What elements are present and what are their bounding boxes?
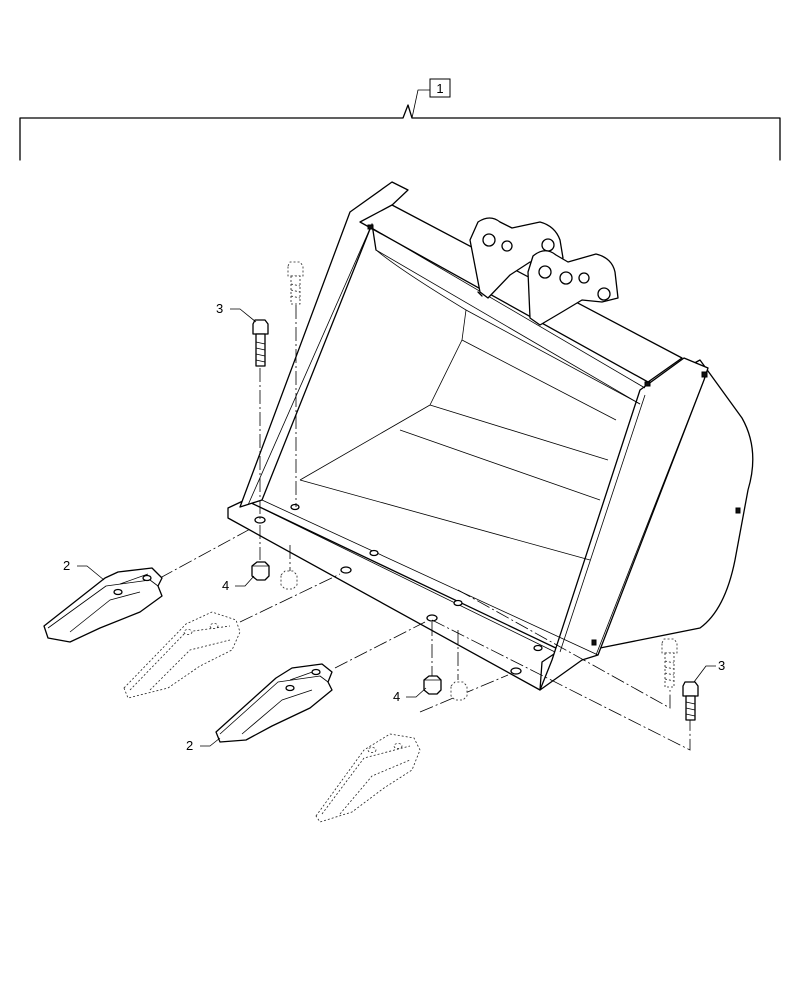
bolt-right-ghost: [661, 638, 678, 688]
cutting-edge-plate: [227, 499, 561, 691]
svg-text:3: 3: [718, 658, 725, 673]
svg-text:4: 4: [393, 689, 400, 704]
callout-1-box: [429, 78, 451, 98]
callout-3-right: 3: [693, 658, 725, 683]
callout-3-left: 3: [216, 301, 257, 323]
tooth-upper: [43, 567, 163, 643]
callout-1-label: 1: [436, 81, 443, 96]
mounting-ear-right: [527, 250, 619, 326]
callout-4-left: 4: [222, 575, 255, 593]
tooth-lower: [215, 663, 333, 743]
bolt-right: [682, 681, 699, 721]
bolt-left-ghost: [287, 261, 304, 305]
svg-text:2: 2: [186, 738, 193, 753]
svg-text:3: 3: [216, 301, 223, 316]
assembly-centerlines: [159, 305, 691, 751]
bolt-left: [252, 319, 269, 367]
bucket-interior: [299, 249, 467, 481]
nut-left-ghost: [280, 570, 298, 590]
tooth-lower-ghost: [315, 733, 421, 823]
callout-2-upper: 2: [63, 558, 105, 581]
callout-2-lower: 2: [186, 737, 221, 753]
svg-text:4: 4: [222, 578, 229, 593]
nut-left: [251, 561, 270, 581]
mounting-ear-left: [469, 217, 564, 299]
svg-text:2: 2: [63, 558, 70, 573]
top-rail: [359, 204, 683, 383]
nut-right-ghost: [450, 681, 468, 701]
nut-right: [423, 675, 442, 695]
tooth-upper-ghost: [123, 611, 241, 699]
assembly-bracket: 1: [19, 78, 781, 161]
callout-4-right: 4: [393, 687, 427, 704]
